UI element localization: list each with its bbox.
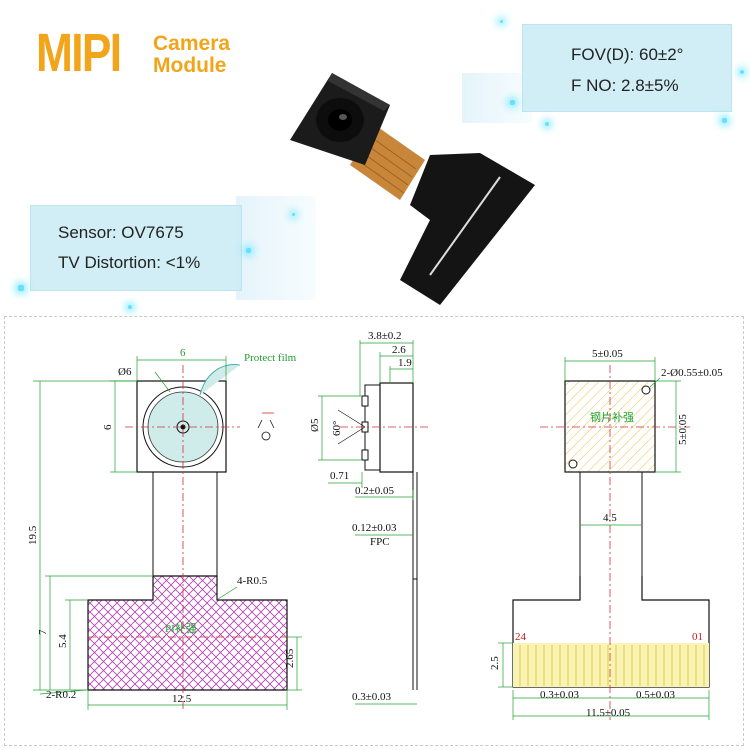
- glow-dot: [246, 248, 251, 253]
- glow-dot: [292, 213, 295, 216]
- fno-spec: F NO: 2.8±5%: [571, 76, 679, 95]
- dim-back-neck: 4.5: [603, 512, 617, 524]
- subtitle-line-2: Module: [153, 54, 227, 77]
- glow-dot: [18, 285, 24, 291]
- dim-total-height: 19.5: [27, 525, 39, 545]
- dim-front-width: 6: [180, 347, 186, 359]
- dim-back-width5: 5±0.05: [592, 348, 623, 360]
- dim-back-pitch05: 0.5±0.03: [636, 689, 676, 701]
- pin-24-label: 24: [515, 631, 527, 643]
- pin-01-label: 01: [692, 631, 703, 643]
- shade-right: [462, 73, 532, 123]
- dim-side-03: 0.3±0.03: [352, 691, 392, 703]
- dim-radius-02: 2-R0.2: [46, 689, 76, 701]
- distortion-spec: TV Distortion: <1%: [58, 253, 201, 272]
- dim-back-holes: 2-Ø0.55±0.05: [661, 367, 723, 379]
- protect-film-label: Protect film: [244, 352, 297, 364]
- front-view: 6 Ø6 Protect film 6 19.5 7 5.4 2.65 4-R0…: [27, 347, 302, 710]
- spec-box-sensor: Sensor: OV7675 TV Distortion: <1%: [30, 205, 242, 291]
- fov-spec: FOV(D): 60±2°: [571, 45, 684, 64]
- glow-dot: [510, 100, 515, 105]
- dim-front-dia: Ø6: [118, 366, 132, 378]
- glow-dot: [545, 122, 549, 126]
- technical-drawing: 6 Ø6 Protect film 6 19.5 7 5.4 2.65 4-R0…: [27, 330, 723, 720]
- dim-stiffener-width: 12.5: [172, 693, 192, 705]
- camera-module-subtitle: Camera Module: [153, 33, 230, 77]
- dim-side-phi5: Ø5: [309, 418, 321, 432]
- glow-dot: [740, 70, 744, 74]
- dim-radius-05: 4-R0.5: [237, 575, 268, 587]
- subtitle-line-1: Camera: [153, 32, 231, 55]
- dim-back-width115: 11.5±0.05: [586, 707, 631, 719]
- dim-back-25: 2.5: [489, 656, 501, 670]
- dim-back-height5: 5±0.05: [677, 414, 689, 445]
- dim-stiffener-265: 2.65: [284, 648, 296, 668]
- camera-module-photo: [290, 73, 535, 305]
- glow-dot: [500, 20, 503, 23]
- dim-side-012: 0.12±0.03: [352, 522, 397, 534]
- fpc-label: FPC: [370, 536, 390, 548]
- dim-side-19: 1.9: [398, 357, 412, 369]
- dim-side-38: 3.8±0.2: [368, 330, 402, 342]
- dim-side-02: 0.2±0.05: [355, 485, 395, 497]
- dim-stiffener-54: 5.4: [57, 634, 69, 648]
- mipi-title: MIPI: [36, 23, 122, 83]
- pi-stiffener-label: PI补强: [165, 622, 197, 635]
- spec-box-optics: FOV(D): 60±2° F NO: 2.8±5%: [522, 24, 732, 112]
- side-view: 3.8±0.2 2.6 1.9 Ø5 60° 0.71 0.2±0.05 0.1…: [309, 330, 430, 705]
- dim-front-height: 6: [102, 424, 114, 430]
- steel-stiffener-label: 钢片补强: [590, 411, 634, 424]
- care-symbol: [257, 412, 275, 441]
- dim-side-071: 0.71: [330, 470, 349, 482]
- dim-back-pitch03: 0.3±0.03: [540, 689, 580, 701]
- glow-dot: [128, 305, 132, 309]
- sensor-spec: Sensor: OV7675: [58, 223, 184, 242]
- drawing-frame: [4, 316, 744, 746]
- glow-dot: [722, 118, 727, 123]
- dim-side-26: 2.6: [392, 344, 406, 356]
- back-view: 5±0.05 2-Ø0.55±0.05 5±0.05 钢片补强 4.5 24 0…: [489, 348, 723, 720]
- stiffener: [400, 153, 535, 305]
- dim-stiffener-7: 7: [37, 629, 49, 635]
- dim-side-angle: 60°: [331, 421, 343, 436]
